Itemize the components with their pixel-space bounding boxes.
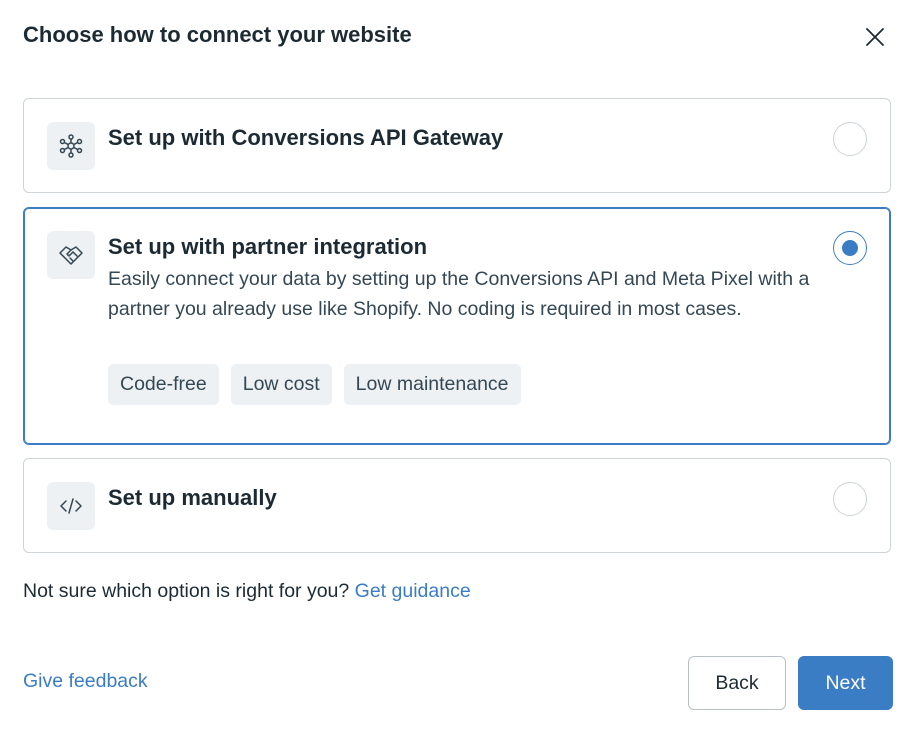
option-radio[interactable] bbox=[833, 482, 867, 516]
option-title: Set up with Conversions API Gateway bbox=[108, 125, 504, 150]
next-button[interactable]: Next bbox=[798, 656, 893, 710]
option-icon-box bbox=[47, 482, 95, 530]
option-title: Set up manually bbox=[108, 485, 277, 510]
help-question: Not sure which option is right for you? bbox=[23, 580, 355, 602]
get-guidance-link[interactable]: Get guidance bbox=[354, 580, 471, 602]
code-icon bbox=[60, 498, 82, 514]
option-partner-integration[interactable]: Set up with partner integration Easily c… bbox=[23, 207, 891, 445]
option-radio-selected[interactable] bbox=[833, 231, 867, 265]
option-radio[interactable] bbox=[833, 122, 867, 156]
option-manual-setup[interactable]: Set up manually bbox=[23, 458, 891, 553]
option-icon-box bbox=[47, 231, 95, 279]
close-button[interactable] bbox=[862, 24, 888, 50]
tag-low-cost: Low cost bbox=[230, 364, 332, 405]
option-description: Easily connect your data by setting up t… bbox=[108, 268, 810, 320]
handshake-icon bbox=[59, 246, 83, 265]
option-conversions-api-gateway[interactable]: Set up with Conversions API Gateway bbox=[23, 98, 891, 193]
back-button[interactable]: Back bbox=[688, 656, 786, 710]
help-text: Not sure which option is right for you? … bbox=[23, 580, 471, 603]
tag-low-maintenance: Low maintenance bbox=[343, 364, 521, 405]
close-icon bbox=[866, 28, 884, 46]
option-tags: Code-free Low cost Low maintenance bbox=[108, 364, 521, 405]
network-icon bbox=[59, 134, 83, 158]
option-title: Set up with partner integration bbox=[108, 234, 428, 259]
option-icon-box bbox=[47, 122, 95, 170]
dialog-title: Choose how to connect your website bbox=[23, 22, 412, 47]
tag-code-free: Code-free bbox=[108, 364, 219, 405]
give-feedback-link[interactable]: Give feedback bbox=[23, 670, 148, 692]
